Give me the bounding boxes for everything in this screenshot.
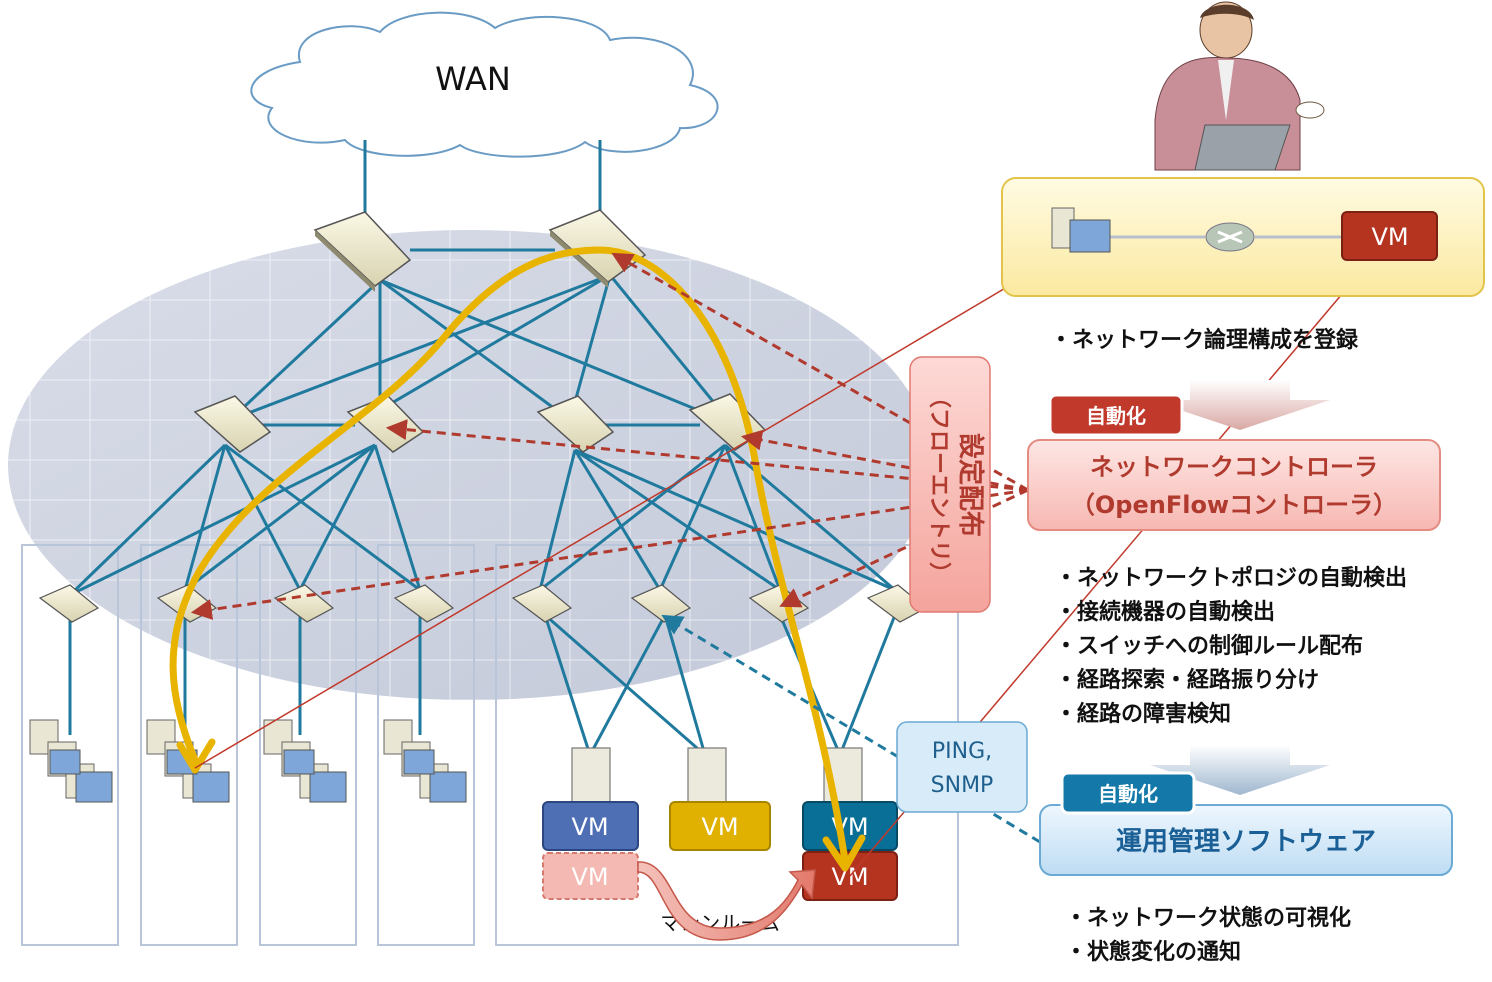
logical-caption: ・ネットワーク論理構成を登録 xyxy=(1050,328,1359,353)
logical-vm[interactable]: VM xyxy=(1341,211,1438,261)
client-pcs xyxy=(29,719,467,803)
wan-label: WAN xyxy=(435,60,511,98)
controller-bullet: ・接続機器の自動検出 xyxy=(1055,600,1276,625)
logical-config-box: VM xyxy=(1001,177,1485,297)
controller-bullet: ・経路探索・経路振り分け xyxy=(1055,668,1320,693)
auto-badge-1-label: 自動化 xyxy=(1086,404,1146,428)
down-arrow-1 xyxy=(1150,380,1330,430)
vm-yellow-label: VM xyxy=(701,813,738,841)
vm-blue-label: VM xyxy=(571,813,608,841)
controller-bullet: ・経路の障害検知 xyxy=(1055,702,1232,727)
flow-label-line2: （フローエントリ） xyxy=(926,386,951,584)
ping-line2: SNMP xyxy=(931,773,994,798)
wan-cloud: WAN xyxy=(250,11,719,158)
vm-ghost[interactable]: VM xyxy=(542,852,639,900)
ping-snmp-box: PING, SNMP xyxy=(896,721,1028,813)
management-software[interactable]: 運用管理ソフトウェア xyxy=(1039,804,1453,876)
network-controller[interactable]: ネットワークコントローラ （OpenFlowコントローラ） xyxy=(1027,439,1441,531)
controller-bullet: ・ネットワークトポロジの自動検出 xyxy=(1055,566,1408,591)
vm-ghost-label: VM xyxy=(571,863,608,891)
auto-badge-2-label: 自動化 xyxy=(1098,782,1158,806)
network-area xyxy=(8,230,932,700)
down-arrow-2 xyxy=(1150,745,1330,795)
auto-badge-1: 自動化 xyxy=(1048,393,1184,437)
core-switch-left xyxy=(313,211,412,292)
edge-switches xyxy=(38,584,928,623)
network-links xyxy=(68,140,897,757)
router-icon xyxy=(1205,222,1255,252)
mgmt-label: 運用管理ソフトウェア xyxy=(1116,827,1376,857)
vm-red-label: VM xyxy=(831,863,868,891)
pc-icon xyxy=(1051,207,1111,253)
vm-teal[interactable]: VM xyxy=(802,801,898,851)
ping-line1: PING, xyxy=(932,739,992,764)
auto-badge-2: 自動化 xyxy=(1060,771,1196,815)
controller-line2: （OpenFlowコントローラ） xyxy=(1071,491,1397,519)
mgmt-bullet: ・ネットワーク状態の可視化 xyxy=(1065,906,1352,931)
controller-bullet: ・スイッチへの制御ルール配布 xyxy=(1055,634,1364,659)
servers xyxy=(571,747,863,803)
controller-line1: ネットワークコントローラ xyxy=(1090,453,1378,481)
monitoring-arrow xyxy=(661,614,1041,844)
traffic-path xyxy=(169,246,866,872)
mgmt-bullet: ・状態変化の通知 xyxy=(1065,940,1242,965)
flow-distribution-box: 設定配布 （フローエントリ） xyxy=(909,356,991,613)
migration-arrow xyxy=(637,861,816,941)
vm-yellow[interactable]: VM xyxy=(669,801,771,851)
logical-vm-label: VM xyxy=(1371,223,1408,251)
operator-illustration xyxy=(1154,1,1325,171)
flow-label-line1: 設定配布 xyxy=(955,433,986,537)
vm-blue[interactable]: VM xyxy=(542,801,639,851)
